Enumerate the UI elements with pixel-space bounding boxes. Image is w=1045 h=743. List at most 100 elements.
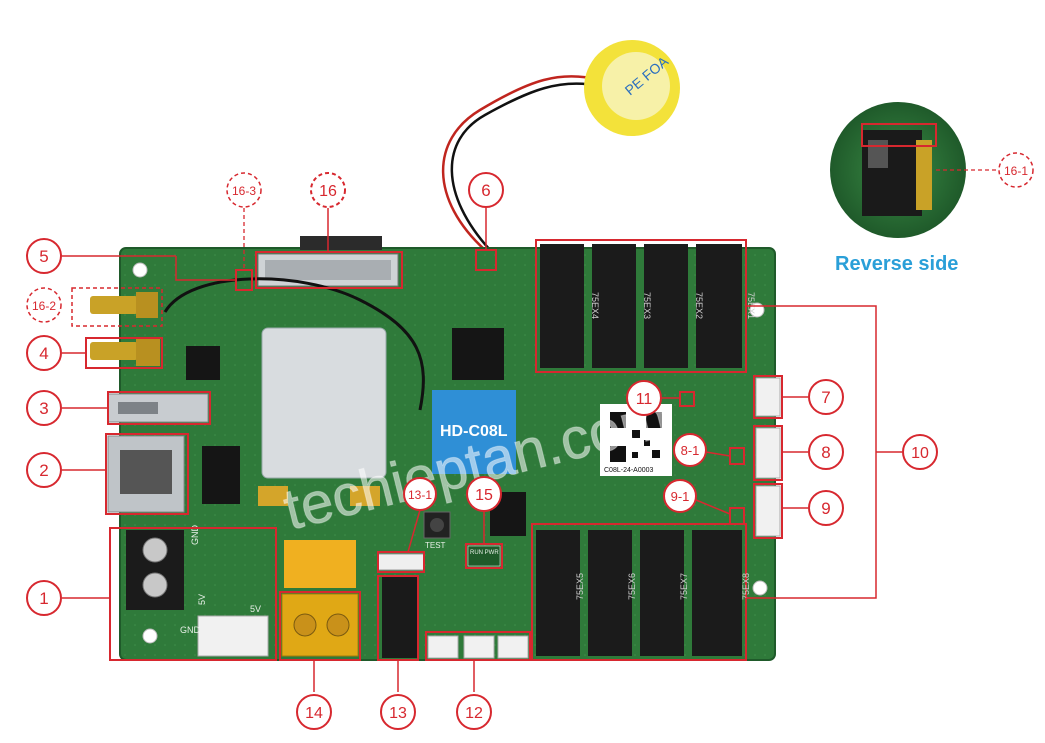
battery-group: PE FOA [441,40,680,251]
hub75-connector [540,244,584,368]
connector-label: 75EX5 [575,573,585,600]
battery-wire-black [450,82,601,251]
svg-text:16-1: 16-1 [1004,164,1028,178]
svg-text:12: 12 [465,705,483,722]
callout-9-1: 9-1 [663,479,697,513]
connector-label: 75EX8 [741,573,751,600]
hub75-connector [592,244,636,368]
main-chip [452,328,504,380]
svg-text:8: 8 [821,443,830,462]
header-9 [755,485,781,537]
hub75-connector [644,244,688,368]
svg-text:5: 5 [39,247,48,266]
run-pwr-leds [467,545,501,567]
4g-module [261,327,387,479]
svg-text:7: 7 [821,388,830,407]
usb-chip [186,346,220,380]
connector-label: 75EX2 [694,292,704,319]
silkscreen-test: TEST [425,541,446,550]
callout-8-1: 8-1 [673,433,707,467]
model-label: HD-C08L [440,423,508,440]
callout-16: 16 [310,172,346,208]
hub75-connector [696,244,742,368]
module-connector-right [350,486,380,506]
callout-16-1: 16-1 [998,152,1034,188]
dc-jack [382,576,418,658]
callout-dashed-outlines [71,287,163,327]
callout-13-1: 13-1 [403,477,437,511]
battery-wire-red [441,75,601,251]
svg-text:11: 11 [636,391,653,408]
svg-text:16: 16 [319,183,337,200]
antenna-connector-bottom [90,342,138,360]
leader-lines [62,208,902,692]
connector-label: 75EX6 [627,573,637,600]
callout-2: 2 [26,452,62,488]
connector-label: 75EX4 [590,292,600,319]
svg-text:1: 1 [39,589,48,608]
callout-14: 14 [296,694,332,730]
svg-text:10: 10 [911,445,929,462]
callout-8: 8 [808,434,844,470]
callout-15: 15 [466,476,502,512]
header-8 [755,427,781,479]
svg-text:2: 2 [39,461,48,480]
power-header [197,615,269,657]
qr-code-text: C08L-24-A0003 [604,467,654,474]
svg-text:13: 13 [389,705,407,722]
silkscreen-5v-right: 5V [250,604,261,614]
sensor-header-1 [427,635,459,659]
antenna-cable [163,277,425,411]
callout-11: 11 [626,380,662,416]
silkscreen-gnd-bottom: GND [180,625,201,635]
connector-label: 75EX3 [642,292,652,319]
svg-text:16-3: 16-3 [232,184,256,198]
hub75-top-group: 75EX4 75EX3 75EX2 75EX1 [535,239,756,373]
callout-16-2: 16-2 [26,287,62,323]
model-chip [432,390,516,474]
leader-lines-dashed [243,169,1000,270]
callout-5: 5 [26,238,62,274]
svg-text:15: 15 [475,487,493,504]
antenna-connector-top [90,296,138,314]
relay [284,540,356,588]
hub75-connector [692,530,742,656]
callout-13: 13 [380,694,416,730]
battery-face [602,52,670,120]
header-7 [755,377,781,417]
sensor-header-2 [463,635,495,659]
qr-code [610,412,662,462]
module-connector-left [258,486,288,506]
svg-text:16-2: 16-2 [32,299,56,313]
svg-text:13-1: 13-1 [408,488,432,502]
hub75-connector [640,530,684,656]
callout-6: 6 [468,172,504,208]
connector-label: 75EX7 [679,573,689,600]
slot-top-latch [300,236,382,250]
hub75-connector [588,530,632,656]
callout-4: 4 [26,335,62,371]
svg-text:6: 6 [481,181,490,200]
svg-text:8-1: 8-1 [681,443,700,458]
hub75-connector [536,530,580,656]
ethernet-chip [202,446,240,504]
connector-13-1 [377,553,425,571]
sensor-header-3 [497,635,529,659]
callout-outlines [85,123,937,661]
silkscreen-run-pwr: RUN PWR [470,550,499,556]
svg-text:4: 4 [39,344,48,363]
svg-text:9: 9 [821,499,830,518]
hub75-bottom-group: 75EX5 75EX6 75EX7 75EX8 [531,523,751,661]
silkscreen-gnd-left: GND [190,525,200,546]
callouts: 1 2 3 4 5 6 7 8 9 10 11 12 13 14 15 16 8… [26,152,1034,730]
silkscreen-5v-left: 5V [197,594,207,605]
callout-1: 1 [26,580,62,616]
callout-10: 10 [902,434,938,470]
callout-9: 9 [808,490,844,526]
callout-12: 12 [456,694,492,730]
callout-7: 7 [808,379,844,415]
callout-16-3: 16-3 [226,172,262,208]
svg-text:14: 14 [305,705,323,722]
svg-text:3: 3 [39,399,48,418]
